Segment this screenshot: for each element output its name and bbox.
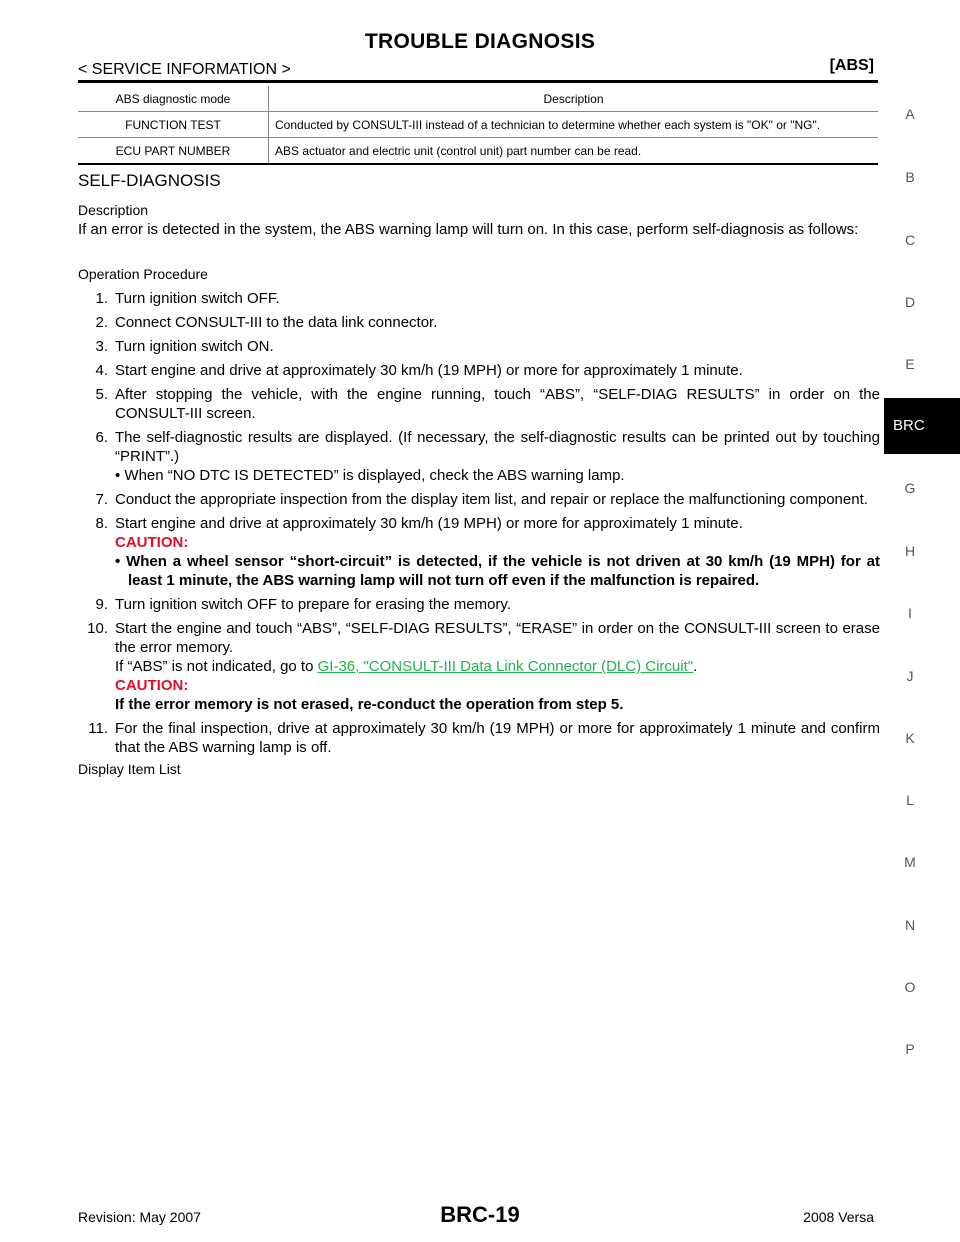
index-letter[interactable]: B xyxy=(905,169,915,185)
caution-bullet: • When a wheel sensor “short-circuit” is… xyxy=(115,553,880,589)
step-text: Start engine and drive at approximately … xyxy=(115,515,743,532)
header-rule xyxy=(78,80,878,83)
reference-suffix: . xyxy=(693,658,698,675)
list-item: 8.Start engine and drive at approximatel… xyxy=(95,515,880,589)
table-cell-mode: FUNCTION TEST xyxy=(78,111,269,138)
procedure-steps: 1.Turn ignition switch OFF. 2.Connect CO… xyxy=(78,289,880,762)
section-heading: SELF-DIAGNOSIS xyxy=(78,171,221,190)
step-bullet-text: When “NO DTC IS DETECTED” is displayed, … xyxy=(124,467,625,484)
index-tab-active[interactable]: BRC xyxy=(884,398,960,454)
list-item: 1.Turn ignition switch OFF. xyxy=(95,290,280,307)
list-item: 5.After stopping the vehicle, with the e… xyxy=(95,386,880,422)
table-header-description: Description xyxy=(268,86,878,112)
description-text: If an error is detected in the system, t… xyxy=(78,221,859,238)
table-header-mode: ABS diagnostic mode xyxy=(78,86,269,112)
list-item: 7.Conduct the appropriate inspection fro… xyxy=(95,491,868,508)
page-title: TROUBLE DIAGNOSIS xyxy=(364,30,596,53)
index-letter[interactable]: G xyxy=(904,480,916,496)
reference-link[interactable]: GI-36, "CONSULT-III Data Link Connector … xyxy=(317,658,694,675)
table-row: ECU PART NUMBER ABS actuator and electri… xyxy=(78,137,878,165)
reference-prefix: If “ABS” is not indicated, go to xyxy=(115,658,318,675)
index-letter[interactable]: M xyxy=(904,854,916,870)
list-item: 4.Start engine and drive at approximatel… xyxy=(95,362,743,379)
step-bullet: • When “NO DTC IS DETECTED” is displayed… xyxy=(115,467,625,484)
list-item: 6.The self-diagnostic results are displa… xyxy=(95,429,880,484)
step-text: After stopping the vehicle, with the eng… xyxy=(115,386,880,422)
list-item: 9.Turn ignition switch OFF to prepare fo… xyxy=(95,596,511,613)
table-cell-description: ABS actuator and electric unit (control … xyxy=(268,137,878,165)
index-letter[interactable]: J xyxy=(906,668,914,684)
index-letter[interactable]: L xyxy=(906,792,914,808)
index-letter[interactable]: N xyxy=(904,917,916,933)
caution-label: CAUTION: xyxy=(115,677,189,694)
step-text: Conduct the appropriate inspection from … xyxy=(115,491,868,508)
caution-label: CAUTION: xyxy=(115,534,189,551)
section-tag-left: < SERVICE INFORMATION > xyxy=(78,61,291,78)
step-text: The self-diagnostic results are displaye… xyxy=(115,429,880,465)
step-text: Turn ignition switch OFF. xyxy=(115,290,280,307)
list-item: 10.Start the engine and touch “ABS”, “SE… xyxy=(87,620,880,713)
step-text: Turn ignition switch ON. xyxy=(115,338,274,355)
diagnostic-mode-table: ABS diagnostic mode Description FUNCTION… xyxy=(78,86,878,165)
list-item: 2.Connect CONSULT-III to the data link c… xyxy=(95,314,438,331)
section-tag-right: [ABS] xyxy=(829,57,874,74)
caution-text: If the error memory is not erased, re-co… xyxy=(115,696,624,713)
index-letter[interactable]: E xyxy=(905,356,915,372)
index-letter[interactable]: A xyxy=(905,106,915,122)
index-letter[interactable]: D xyxy=(904,294,916,310)
caution-text: When a wheel sensor “short-circuit” is d… xyxy=(126,553,880,589)
model-name: 2008 Versa xyxy=(803,1209,874,1225)
display-item-heading: Display Item List xyxy=(78,761,181,777)
list-item: 11.For the final inspection, drive at ap… xyxy=(88,720,880,756)
step-text: Turn ignition switch OFF to prepare for … xyxy=(115,596,511,613)
page-number: BRC-19 xyxy=(440,1202,520,1227)
revision-date: Revision: May 2007 xyxy=(78,1209,201,1225)
reference-line: If “ABS” is not indicated, go to GI-36, … xyxy=(115,657,880,676)
step-text: Start engine and drive at approximately … xyxy=(115,362,743,379)
step-text: Start the engine and touch “ABS”, “SELF-… xyxy=(115,620,880,656)
index-letter[interactable]: I xyxy=(908,605,912,621)
list-item: 3.Turn ignition switch ON. xyxy=(95,338,274,355)
index-letter[interactable]: H xyxy=(904,543,916,559)
description-heading: Description xyxy=(78,202,149,218)
table-row: FUNCTION TEST Conducted by CONSULT-III i… xyxy=(78,111,878,138)
index-letter[interactable]: C xyxy=(904,232,916,248)
table-cell-description: Conducted by CONSULT-III instead of a te… xyxy=(268,111,878,138)
table-header-row: ABS diagnostic mode Description xyxy=(78,86,878,112)
table-cell-mode: ECU PART NUMBER xyxy=(78,137,269,165)
step-text: Connect CONSULT-III to the data link con… xyxy=(115,314,438,331)
step-text: For the final inspection, drive at appro… xyxy=(115,720,880,756)
index-letter[interactable]: O xyxy=(904,979,916,995)
index-letter[interactable]: P xyxy=(905,1041,915,1057)
procedure-heading: Operation Procedure xyxy=(78,266,208,282)
index-letter[interactable]: K xyxy=(905,730,915,746)
